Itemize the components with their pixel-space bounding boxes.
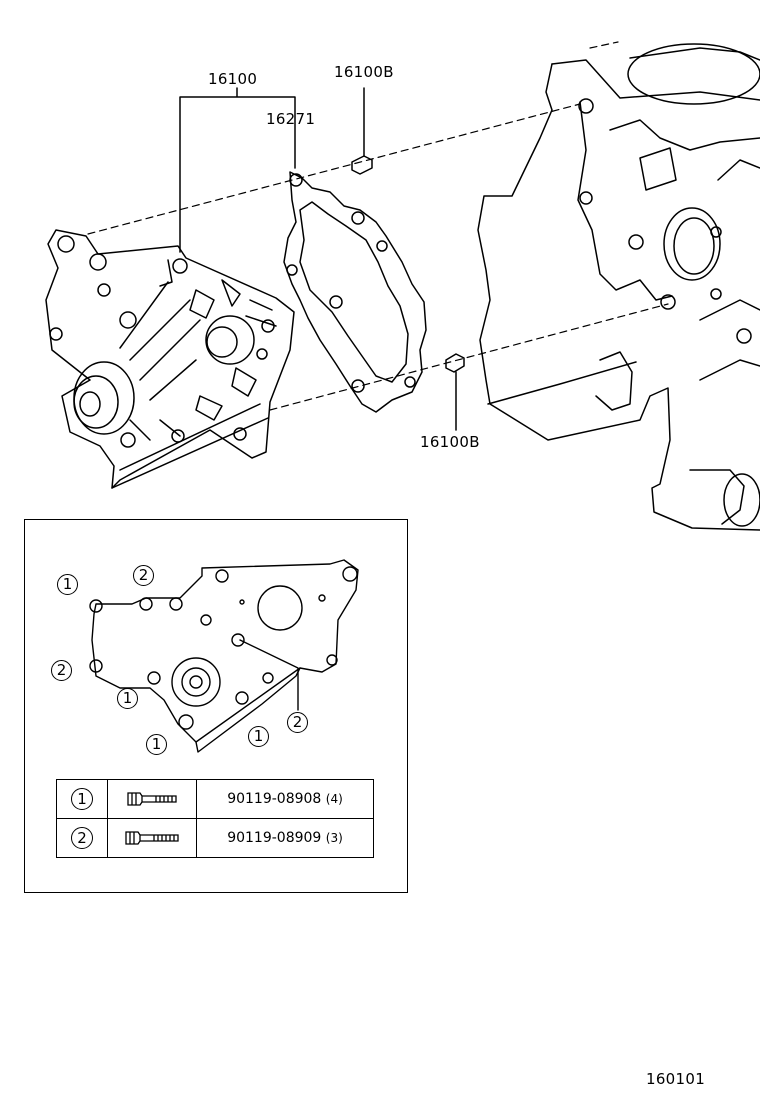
gasket	[283, 171, 427, 413]
callout-pin-bottom: 16100B	[420, 433, 480, 451]
table-row: 1 90119-08908 (4)	[56, 779, 374, 819]
callout-water-pump: 16100	[208, 70, 258, 88]
bolt-icon	[127, 792, 177, 806]
table-row: 2 90119-08909 (3)	[56, 818, 374, 858]
alignment-lines	[87, 41, 669, 411]
callout-pin-top: 16100B	[334, 63, 394, 81]
bolt-quantity: (4)	[325, 792, 343, 806]
bolt-symbol: 1	[71, 788, 93, 810]
bolt-quantity: (3)	[325, 831, 343, 845]
inset-marker: 1	[146, 734, 167, 755]
bolt-part-number: 90119-08909	[227, 830, 322, 846]
bolt-icon	[125, 831, 179, 845]
engine-block	[477, 43, 760, 531]
callout-leaders	[179, 87, 457, 431]
bolt-spec-table: 1 90119-08908 (4) 2 90119-08909	[56, 779, 374, 858]
inset-marker: 1	[117, 688, 138, 709]
bolt-part-number: 90119-08908	[227, 791, 322, 807]
inset-marker: 2	[51, 660, 72, 681]
inset-marker: 2	[287, 712, 308, 733]
inset-marker: 2	[133, 565, 154, 586]
water-pump-assembly	[45, 229, 295, 489]
bolt-symbol: 2	[71, 827, 93, 849]
inset-marker: 1	[57, 574, 78, 595]
dowel-pins	[351, 155, 465, 373]
callout-gasket: 16271	[266, 110, 316, 128]
illustration-id: 160101	[646, 1070, 706, 1088]
bolt-location-inset	[24, 519, 408, 893]
inset-marker: 1	[248, 726, 269, 747]
